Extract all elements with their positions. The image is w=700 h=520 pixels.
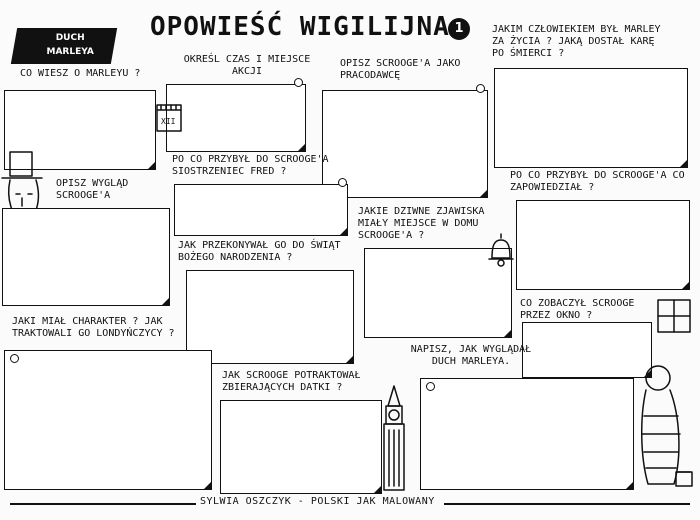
prompt-fred: PO CO PRZYBYŁ DO SCROOGE'A SIOSTRZENIEC …	[172, 154, 329, 177]
banner-ribbon: DUCH MARLEYA	[10, 28, 118, 64]
pin-icon	[294, 78, 303, 87]
prompt-ghost-look: NAPISZ, JAK WYGLĄDAŁ DUCH MARLEYA.	[410, 344, 532, 367]
ghost-marley-icon	[641, 365, 693, 487]
answer-box-scrooge-look[interactable]	[2, 208, 170, 306]
window-icon	[657, 299, 691, 333]
answer-box-christmas[interactable]	[186, 270, 354, 364]
prompt-donations: JAK SCROOGE POTRAKTOWAŁ ZBIERAJĄCYCH DAT…	[222, 370, 361, 393]
prompt-marley-life: JAKIM CZŁOWIEKIEM BYŁ MARLEY ZA ŻYCIA ? …	[492, 24, 661, 59]
pin-icon	[476, 84, 485, 93]
bell-icon	[488, 233, 514, 267]
scrooge-portrait-icon	[1, 151, 43, 223]
prompt-marley: CO WIESZ O MARLEYU ?	[20, 68, 141, 79]
calendar-icon	[156, 104, 182, 132]
prompt-employer: OPISZ SCROOGE'A JAKO PRACODAWCĘ	[340, 58, 461, 81]
prompt-window: CO ZOBACZYŁ SCROOGE PRZEZ OKNO ?	[520, 298, 635, 321]
pin-icon	[426, 382, 435, 391]
prompt-visit: PO CO PRZYBYŁ DO SCROOGE'A CO ZAPOWIEDZI…	[510, 170, 685, 193]
answer-box-visit[interactable]	[516, 200, 690, 290]
answer-box-window[interactable]	[522, 322, 652, 378]
prompt-time-place: OKREŚL CZAS I MIEJSCE AKCJI	[183, 54, 311, 77]
answer-box-character[interactable]	[4, 350, 212, 490]
answer-box-time-place[interactable]	[166, 84, 306, 152]
answer-box-marley[interactable]	[4, 90, 156, 170]
footer-divider	[10, 503, 196, 505]
footer-credit: SYLWIA OSZCZYK - POLSKI JAK MALOWANY	[200, 496, 435, 507]
footer-divider	[444, 503, 690, 505]
answer-box-marley-life[interactable]	[494, 68, 688, 168]
page-number-badge: 1	[448, 18, 470, 40]
big-ben-icon	[383, 385, 405, 491]
prompt-christmas: JAK PRZEKONYWAŁ GO DO ŚWIĄT BOŻEGO NAROD…	[178, 240, 341, 263]
pin-icon	[338, 178, 347, 187]
banner-label: DUCH MARLEYA	[46, 33, 94, 57]
answer-box-employer[interactable]	[322, 90, 488, 198]
prompt-character: JAKI MIAŁ CHARAKTER ? JAK TRAKTOWALI GO …	[12, 316, 175, 339]
answer-box-ghost-look[interactable]	[420, 378, 634, 490]
answer-box-donations[interactable]	[220, 400, 382, 494]
prompt-strange-events: JAKIE DZIWNE ZJAWISKA MIAŁY MIEJSCE W DO…	[358, 206, 485, 241]
answer-box-strange-events[interactable]	[364, 248, 512, 338]
calendar-label: XII	[161, 117, 176, 126]
answer-box-fred[interactable]	[174, 184, 348, 236]
page-title: OPOWIEŚĆ WIGILIJNA	[150, 12, 450, 42]
pin-icon	[10, 354, 19, 363]
prompt-scrooge-look: OPISZ WYGLĄD SCROOGE'A	[56, 178, 129, 201]
